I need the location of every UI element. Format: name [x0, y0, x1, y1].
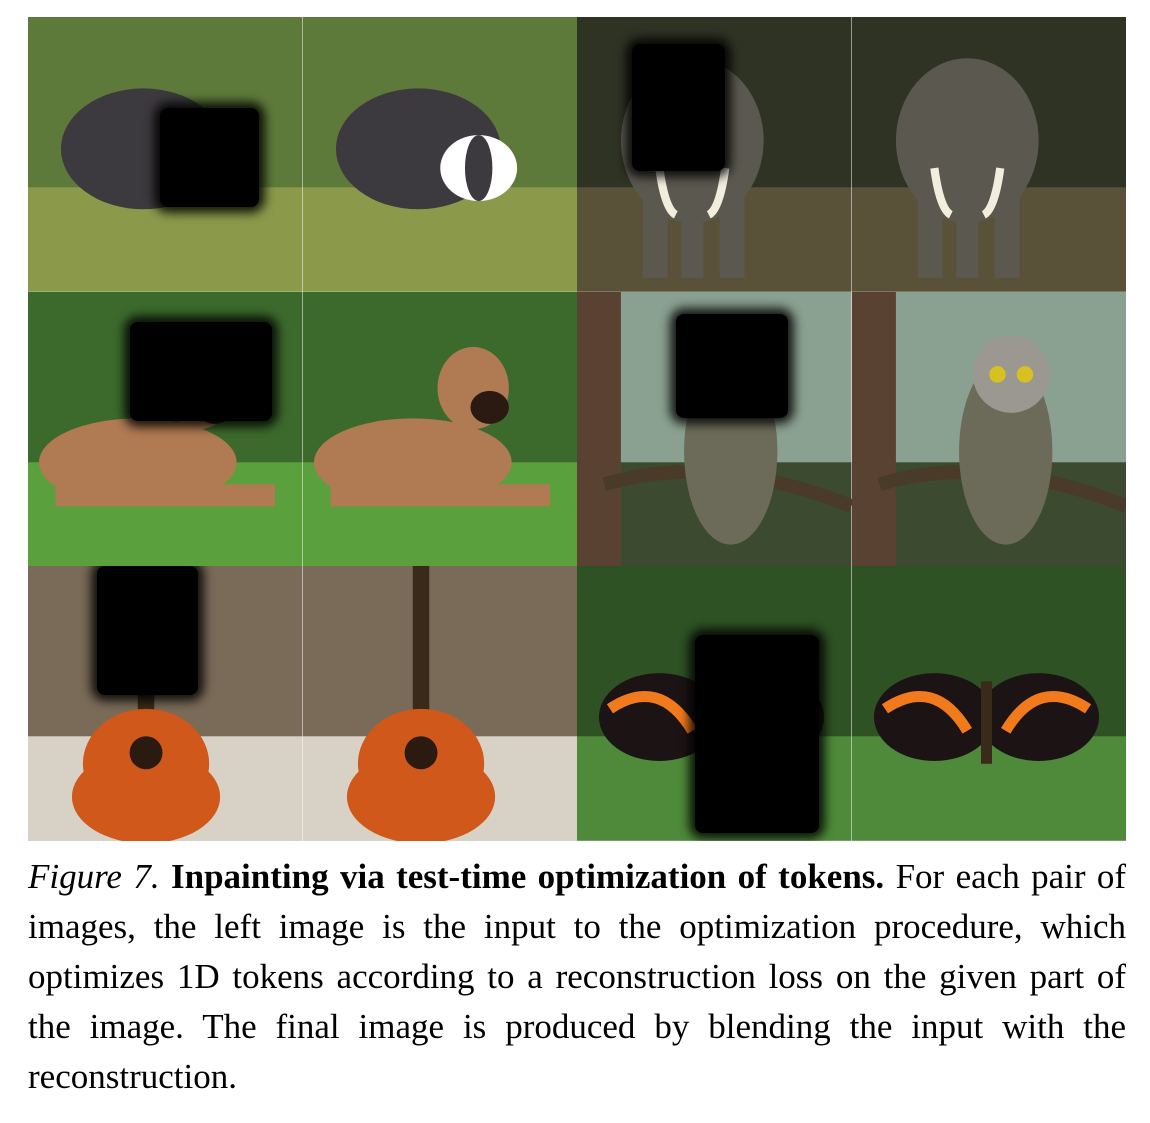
butterfly-output-photo	[851, 566, 1126, 841]
butterfly-output-image	[851, 566, 1126, 841]
guitar-output-image	[302, 566, 577, 841]
badger-output-photo	[302, 17, 577, 292]
badger-output-image	[302, 17, 577, 292]
dog-inpainting-mask	[129, 321, 273, 421]
figure-title: Inpainting via test-time optimization of…	[171, 857, 885, 896]
elephant-output-photo	[851, 17, 1126, 292]
owl-output-photo	[851, 291, 1126, 567]
guitar-inpainting-mask	[96, 566, 199, 696]
owl-input-image	[577, 291, 852, 567]
guitar-output-photo	[302, 566, 577, 841]
owl-inpainting-mask	[675, 313, 789, 418]
dog-output-photo	[302, 291, 577, 567]
dog-input-image	[28, 291, 303, 567]
badger-input-image	[28, 17, 303, 292]
figure-caption-body: For each pair of images, the left image …	[28, 857, 1127, 1096]
elephant-inpainting-mask	[631, 44, 726, 171]
figure-caption: Figure 7. Inpainting via test-time optim…	[28, 852, 1126, 1102]
guitar-input-photo	[28, 566, 303, 841]
butterfly-inpainting-mask	[695, 634, 819, 833]
figure-image-grid	[28, 17, 1126, 841]
figure-label: Figure 7.	[28, 857, 160, 896]
badger-inpainting-mask	[159, 107, 259, 207]
dog-output-image	[302, 291, 577, 567]
owl-output-image	[851, 291, 1126, 567]
elephant-input-image	[577, 17, 852, 292]
butterfly-input-image	[577, 566, 852, 841]
elephant-output-image	[851, 17, 1126, 292]
guitar-input-image	[28, 566, 303, 841]
